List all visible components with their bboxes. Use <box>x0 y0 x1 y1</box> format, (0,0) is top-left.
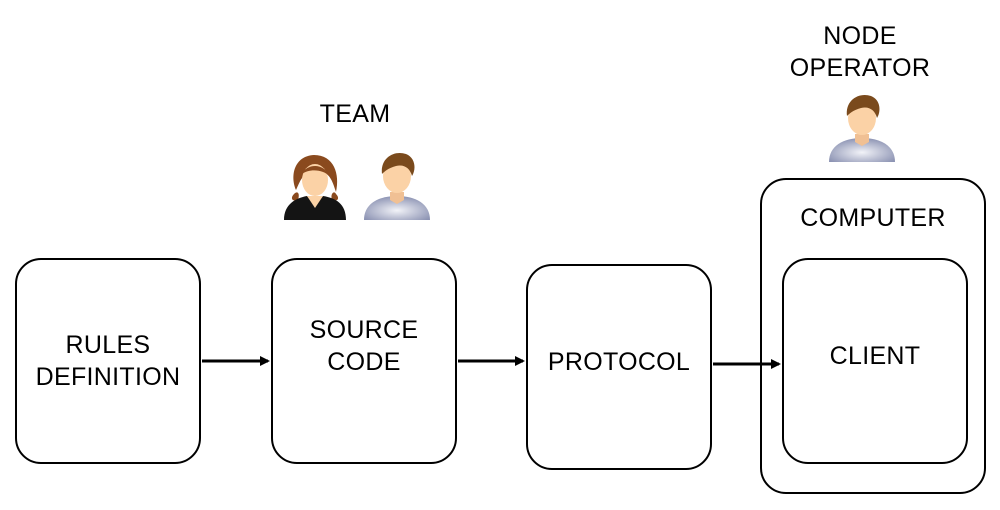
rules-definition-label: RULES DEFINITION <box>35 331 181 391</box>
source-code-label: SOURCE CODE <box>309 316 419 376</box>
client-label: CLIENT <box>829 342 921 370</box>
rules-definition-box: RULES DEFINITION <box>15 258 201 464</box>
node-operator-icon <box>829 94 895 162</box>
team-label: TEAM <box>319 100 391 128</box>
source-code-box: SOURCE CODE <box>271 258 457 464</box>
protocol-box: PROTOCOL <box>526 264 712 470</box>
computer-label: COMPUTER <box>800 204 946 232</box>
node-operator-label: NODE OPERATOR <box>789 22 931 82</box>
man-user-icon <box>364 152 430 220</box>
woman-user-icon <box>284 155 346 220</box>
protocol-label: PROTOCOL <box>547 348 691 376</box>
client-box: CLIENT <box>782 258 968 464</box>
